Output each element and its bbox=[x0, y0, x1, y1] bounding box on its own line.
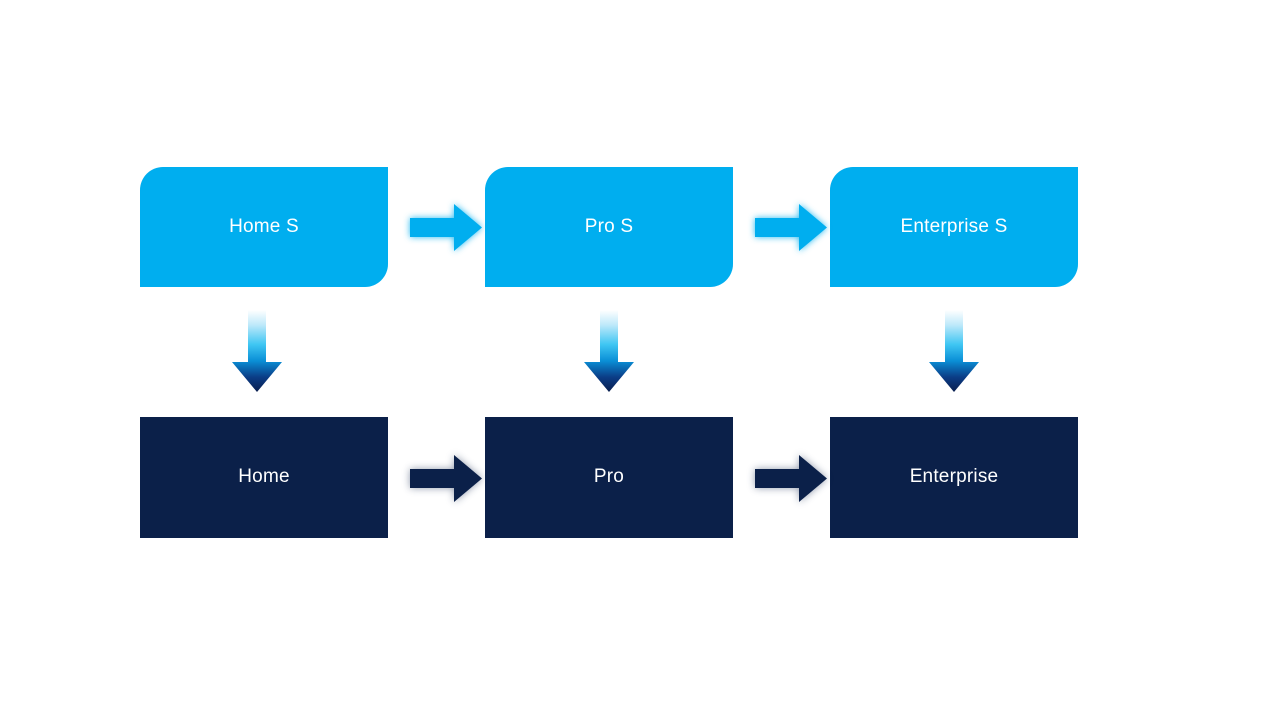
node-pro-s-label: Pro S bbox=[584, 215, 634, 237]
down-arrow-home bbox=[232, 310, 282, 392]
node-enterprise-label: Enterprise bbox=[909, 466, 999, 488]
node-home-s[interactable]: Home S bbox=[140, 167, 388, 287]
down-arrow-pro bbox=[584, 310, 634, 392]
node-enterprise-s-label: Enterprise S bbox=[900, 215, 1008, 237]
node-pro-s[interactable]: Pro S bbox=[485, 167, 733, 287]
down-arrow-enterprise bbox=[929, 310, 979, 392]
service-connector-2 bbox=[755, 204, 827, 251]
node-enterprise[interactable]: Enterprise bbox=[830, 417, 1078, 538]
service-connector-1 bbox=[410, 204, 482, 251]
node-home-s-label: Home S bbox=[229, 215, 299, 237]
node-enterprise-s[interactable]: Enterprise S bbox=[830, 167, 1078, 287]
node-home[interactable]: Home bbox=[140, 417, 388, 538]
product-connector-2 bbox=[755, 455, 827, 502]
product-connector-1 bbox=[410, 455, 482, 502]
node-pro-label: Pro bbox=[593, 466, 625, 488]
node-pro[interactable]: Pro bbox=[485, 417, 733, 538]
node-home-label: Home bbox=[238, 466, 290, 488]
